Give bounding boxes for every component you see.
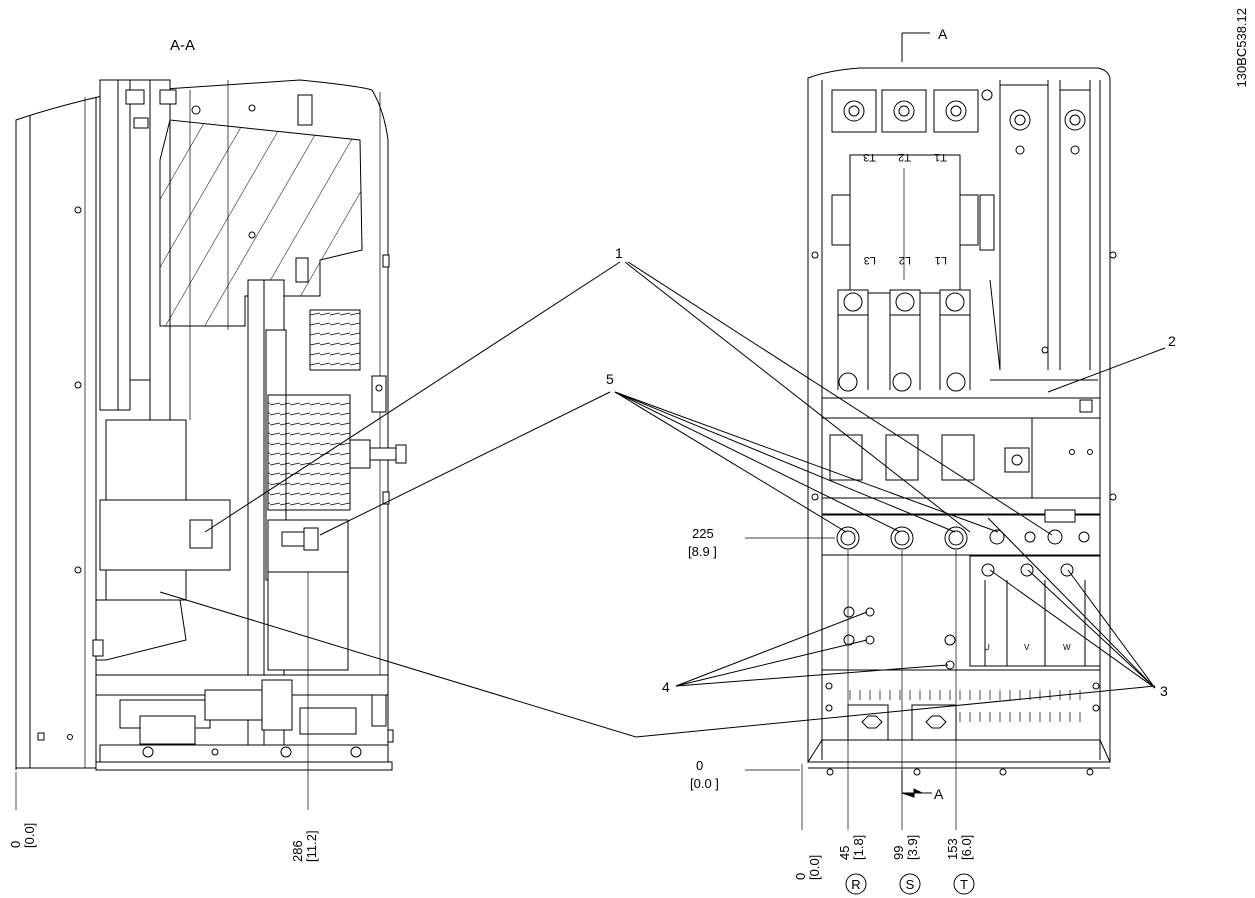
dim-r99-mm: 99	[891, 846, 906, 860]
dim-r153-mm: 153	[945, 838, 960, 860]
dimensions-front: 225 [8.9 ] 0 [0.0 ] 0 [0.0] 45 [1.8] 99 …	[688, 526, 975, 895]
contactor-label-top-1: T3	[863, 151, 876, 163]
contactor	[849, 154, 961, 294]
section-marker-bottom: A	[934, 786, 944, 802]
front-view: A T3 T2 T1 L3 L2 L1	[807, 26, 1117, 802]
dim-225-mm: 225	[692, 526, 714, 541]
callout-5: 5	[606, 371, 614, 387]
dim-r45-in: [1.8]	[851, 835, 866, 860]
terminal-label-u: U	[984, 643, 990, 652]
dim-left-zero-mm: 0	[8, 841, 23, 848]
dim-left-zero-in: [0.0]	[22, 823, 37, 848]
terminal-label-v: V	[1024, 643, 1030, 652]
gland-plate-slots	[849, 690, 1081, 722]
contactor-label-top-3: T1	[934, 151, 947, 163]
phase-r-circle	[845, 873, 867, 895]
contactor-label-bottom-3: L1	[935, 254, 947, 266]
dim-left-286-in: [11.2]	[304, 830, 319, 862]
phase-s-circle	[899, 873, 921, 895]
dim-base-zero-in: [0.0 ]	[690, 776, 719, 791]
dim-r45-mm: 45	[837, 846, 852, 860]
callout-1: 1	[615, 245, 623, 261]
dim-r99-in: [3.9]	[905, 835, 920, 860]
dim-left-286-mm: 286	[290, 840, 305, 862]
callout-4: 4	[662, 679, 670, 695]
phase-t: T	[960, 877, 968, 892]
callout-3: 3	[1160, 683, 1168, 699]
terminal-label-w: W	[1063, 643, 1071, 652]
dim-right-zero-mm: 0	[793, 873, 808, 880]
callouts: 1 2 5 4 3	[159, 245, 1176, 738]
phase-r: R	[851, 877, 860, 892]
cabinet-front-outline	[807, 67, 1111, 762]
dim-225-in: [8.9 ]	[688, 544, 717, 559]
phase-t-circle	[953, 873, 975, 895]
contactor-label-bottom-1: L3	[864, 254, 876, 266]
contactor-label-bottom-2: L2	[899, 254, 911, 266]
cabinet-side-outline	[15, 79, 389, 770]
dim-r153-in: [6.0]	[959, 835, 974, 860]
phase-s: S	[906, 877, 915, 892]
section-marker-top: A	[938, 26, 948, 42]
dim-base-zero-mm: 0	[696, 758, 703, 773]
document-id: 130BC538.12	[1234, 8, 1249, 88]
callout-2: 2	[1168, 333, 1176, 349]
section-title: A-A	[170, 37, 195, 54]
section-view-a-a: A-A	[8, 37, 407, 862]
contactor-label-top-2: T2	[898, 151, 911, 163]
dim-right-zero-in: [0.0]	[807, 855, 822, 880]
